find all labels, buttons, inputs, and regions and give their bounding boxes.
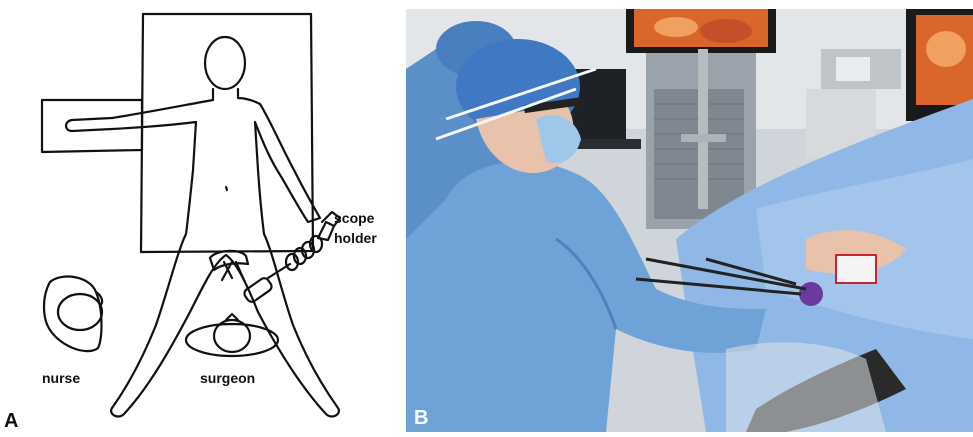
panel-b-photo: B bbox=[406, 9, 973, 432]
nurse-label: nurse bbox=[42, 370, 80, 386]
scope-holder-label-line2: holder bbox=[334, 230, 377, 246]
scope-holder-label-line1: scope bbox=[334, 210, 374, 226]
stirrup-clamp bbox=[222, 262, 244, 280]
surgeon-figure bbox=[186, 314, 278, 356]
panel-a-diagram: scope holder nurse surgeon A bbox=[0, 0, 404, 432]
panel-b-letter: B bbox=[414, 407, 428, 430]
surgeon-label: surgeon bbox=[200, 370, 255, 386]
nurse-figure bbox=[44, 277, 102, 352]
endoscope-monitor-center bbox=[626, 9, 776, 53]
arm-board bbox=[42, 100, 142, 152]
panel-a-letter: A bbox=[4, 410, 18, 433]
scope-holder-device bbox=[243, 212, 340, 304]
patient-head bbox=[205, 37, 245, 89]
operating-room-photo bbox=[406, 9, 973, 432]
operating-table bbox=[141, 14, 313, 252]
